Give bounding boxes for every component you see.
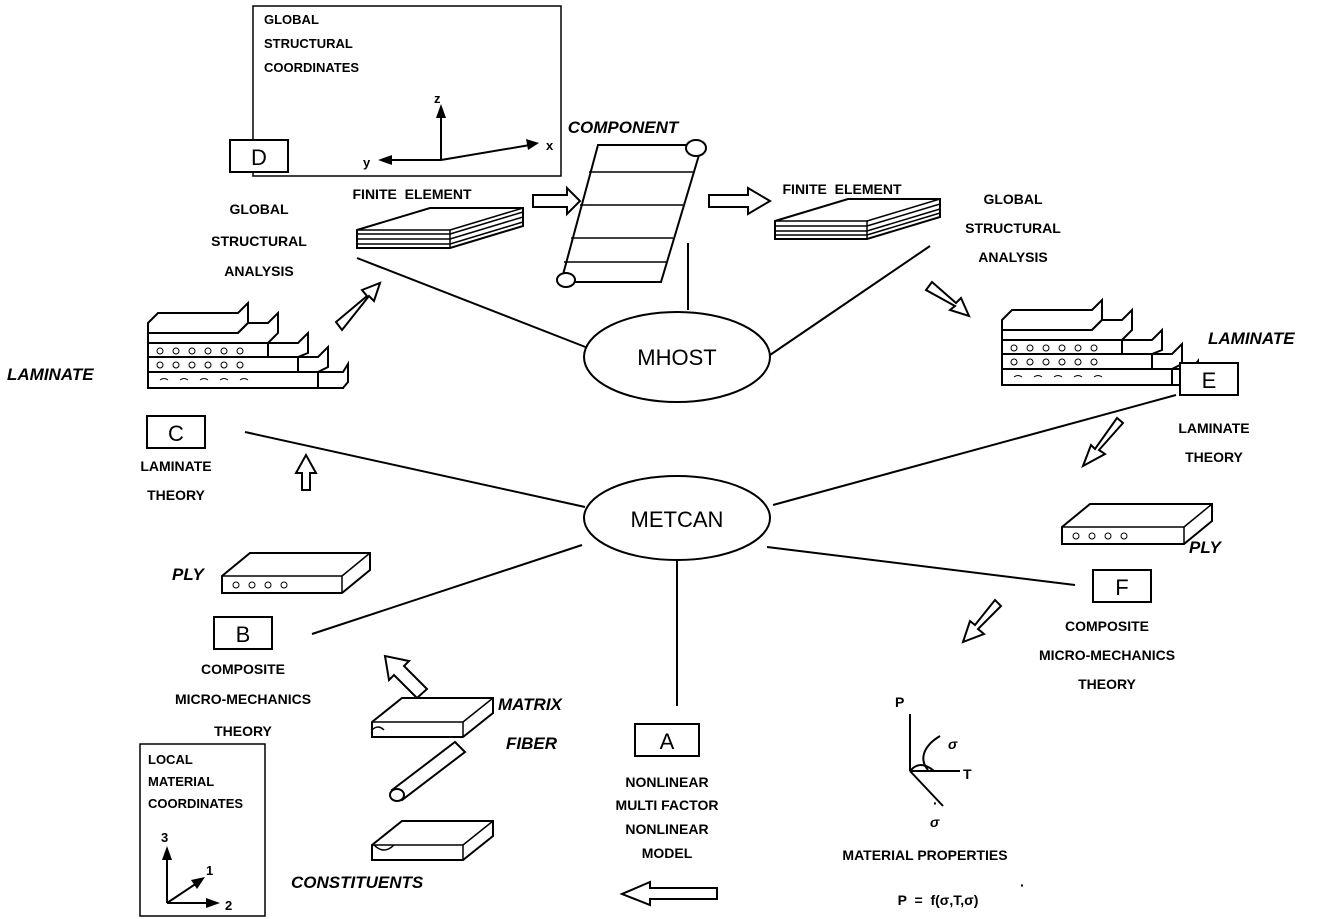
step-c-line-1: LAMINATE <box>140 458 211 474</box>
arrow-e-to-ply <box>1081 416 1125 469</box>
step-d-line-2: STRUCTURAL <box>211 233 307 249</box>
arrow-component-to-fe <box>708 186 772 216</box>
step-b-line-2: MICRO-MECHANICS <box>175 691 311 707</box>
axis-y-label: y <box>363 155 371 170</box>
ply-right-label: PLY <box>1189 538 1222 557</box>
step-a-line-4: MODEL <box>642 845 693 861</box>
right-analysis-line-3: ANALYSIS <box>978 249 1048 265</box>
axis-z-label: z <box>434 91 441 106</box>
mhost-label: MHOST <box>637 345 716 370</box>
global-box-line-1: GLOBAL <box>264 12 319 27</box>
local-box-line-1: LOCAL <box>148 752 193 767</box>
axis-2-label: 2 <box>225 898 232 913</box>
axis-1-label: 1 <box>206 863 213 878</box>
laminate-right-icon <box>1001 297 1199 386</box>
metcan-hub: METCAN <box>583 475 771 561</box>
step-a-line-1: NONLINEAR <box>625 774 708 790</box>
material-properties-icon <box>909 714 960 807</box>
step-c: C LAMINATE THEORY <box>140 415 212 503</box>
axis-t-label: T <box>963 766 972 782</box>
laminate-left-icon <box>147 300 349 389</box>
finite-element-right-icon <box>774 198 941 240</box>
step-d-line-1: GLOBAL <box>229 201 289 217</box>
step-e-line-2: THEORY <box>1185 449 1243 465</box>
fiber-label: FIBER <box>506 734 558 753</box>
arrow-fe-to-component <box>532 185 582 217</box>
laminate-left-label: LAMINATE <box>7 365 94 384</box>
step-b-line-3: THEORY <box>214 723 272 739</box>
step-e: E LAMINATE THEORY <box>1178 362 1250 465</box>
global-coordinates-box: GLOBAL STRUCTURAL COORDINATES z x y <box>252 5 562 177</box>
ply-right-icon <box>1061 503 1213 545</box>
step-c-line-2: THEORY <box>147 487 205 503</box>
step-d-line-3: ANALYSIS <box>224 263 294 279</box>
axis-3-label: 3 <box>161 830 168 845</box>
arrow-laminate-to-d <box>334 281 382 332</box>
axis-x-label: x <box>546 138 554 153</box>
sigma-label: σ <box>948 736 958 752</box>
metcan-spokes <box>244 394 1177 706</box>
component-label: COMPONENT <box>568 118 680 137</box>
global-box-line-2: STRUCTURAL <box>264 36 353 51</box>
global-axes-icon <box>378 104 539 165</box>
ply-left-icon <box>221 552 371 594</box>
arrow-f-to-material <box>961 598 1003 644</box>
step-f: F COMPOSITE MICRO-MECHANICS THEORY <box>1039 569 1175 692</box>
material-properties-title: MATERIAL PROPERTIES <box>842 847 1007 863</box>
stray-dot: · <box>1020 877 1025 893</box>
material-formula: P = f(σ,T,σ) <box>898 892 979 908</box>
constituents-icon <box>371 697 494 861</box>
step-b-line-1: COMPOSITE <box>201 661 285 677</box>
arrow-ply-to-c <box>294 452 318 491</box>
sigma-dot-label: σ <box>930 814 940 830</box>
step-e-line-1: LAMINATE <box>1178 420 1249 436</box>
right-analysis-line-2: STRUCTURAL <box>965 220 1061 236</box>
laminate-right-label: LAMINATE <box>1208 329 1295 348</box>
step-f-line-2: MICRO-MECHANICS <box>1039 647 1175 663</box>
step-c-letter: C <box>168 421 184 446</box>
step-f-line-3: THEORY <box>1078 676 1136 692</box>
step-a-line-3: NONLINEAR <box>625 821 708 837</box>
metcan-label: METCAN <box>631 507 724 532</box>
right-analysis-line-1: GLOBAL <box>983 191 1043 207</box>
sigma-dot-mark: · <box>933 795 938 811</box>
axis-p-label: P <box>895 694 904 710</box>
right-global-analysis: GLOBAL STRUCTURAL ANALYSIS <box>965 191 1061 265</box>
arrow-analysis-to-laminate <box>924 280 971 318</box>
mhost-hub: MHOST <box>583 311 771 403</box>
finite-element-left-icon <box>356 207 524 249</box>
finite-element-left-label: FINITE ELEMENT <box>353 186 472 202</box>
step-a-line-2: MULTI FACTOR <box>616 797 719 813</box>
global-box-line-3: COORDINATES <box>264 60 359 75</box>
arrow-model-bottom <box>619 880 718 907</box>
step-f-letter: F <box>1115 575 1128 600</box>
ply-left-label: PLY <box>172 565 205 584</box>
step-b-letter: B <box>236 622 251 647</box>
mhost-spokes <box>356 243 931 356</box>
arrow-constituents-to-b <box>383 654 429 700</box>
matrix-label: MATRIX <box>498 695 564 714</box>
local-box-line-3: COORDINATES <box>148 796 243 811</box>
finite-element-right-label: FINITE ELEMENT <box>783 181 902 197</box>
step-d-letter: D <box>251 145 267 170</box>
local-axes-icon <box>162 846 220 908</box>
local-box-line-2: MATERIAL <box>148 774 214 789</box>
step-a-letter: A <box>660 729 675 754</box>
step-d: D GLOBAL STRUCTURAL ANALYSIS <box>211 139 307 279</box>
step-b: B COMPOSITE MICRO-MECHANICS THEORY <box>175 616 311 739</box>
step-f-line-1: COMPOSITE <box>1065 618 1149 634</box>
local-coordinates-box: LOCAL MATERIAL COORDINATES 3 1 2 <box>139 743 266 917</box>
constituents-label: CONSTITUENTS <box>291 873 424 892</box>
step-a: A NONLINEAR MULTI FACTOR NONLINEAR MODEL <box>616 723 719 861</box>
step-e-letter: E <box>1202 368 1217 393</box>
component-icon <box>556 139 707 288</box>
